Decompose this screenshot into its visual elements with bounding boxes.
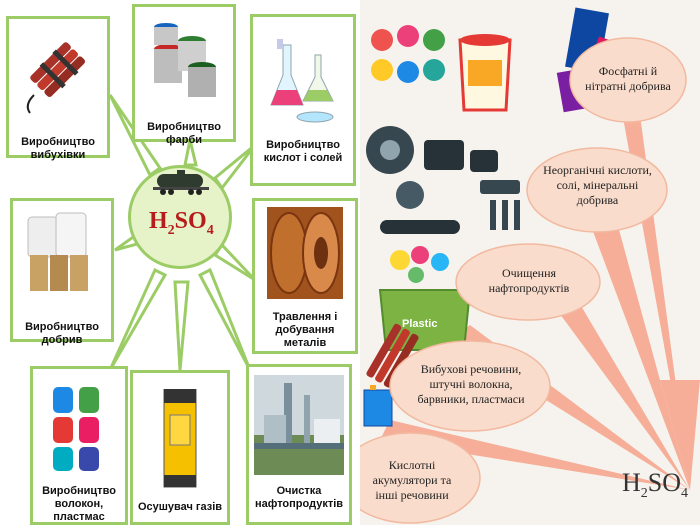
use-label-paint: Виробництво фарби — [147, 121, 221, 146]
hub-formula: H2SO4 — [149, 208, 214, 238]
use-label-acids: Виробництво кислот і солей — [263, 139, 343, 164]
battery-icon — [363, 385, 393, 427]
bubble-inorganic: Неорганічні кислоти, солі, мінеральні до… — [543, 163, 652, 207]
use-box-gas-drying: Осушувач газів — [130, 370, 230, 525]
tank-car-icon — [153, 170, 209, 195]
use-label-metals: Травлення і добування металів — [272, 311, 338, 349]
right-panel: Plastic Фосфатні й нітратні добрива Неор… — [360, 0, 700, 525]
fertilizer-sacks-icon — [27, 212, 88, 291]
use-label-oil-refining: Очистка нафтопродуктів — [254, 485, 344, 510]
bubble-phosphates: Фосфатні й нітратні добрива — [585, 64, 671, 93]
use-box-metals: Травлення і добування металів — [252, 198, 358, 354]
use-box-explosives: Виробництво вибухівки — [6, 16, 110, 161]
use-box-fibers: Виробництво волокон, пластмас — [30, 366, 128, 525]
bubble-explosives: Вибухові речовини, штучні волокна, барвн… — [417, 362, 525, 406]
right-formula: H2SO4 — [622, 468, 689, 502]
paint-cans-icon — [154, 23, 216, 97]
plastic-parts-icon — [366, 126, 520, 234]
bubble-batteries: Кислотні акумулятори та інші речовини — [372, 458, 452, 502]
gas-dryer-icon — [163, 389, 197, 488]
bucket-icon — [458, 34, 512, 112]
use-box-fertilizers: Виробництво добрив — [10, 198, 114, 346]
use-box-acids: Виробництво кислот і солей — [250, 14, 356, 186]
use-label-gas-drying: Осушувач газів — [137, 501, 223, 513]
paint-pots-icon — [371, 25, 445, 83]
toys-icon — [390, 246, 449, 283]
use-label-fibers: Виробництво волокон, пластмас — [42, 485, 116, 523]
connector-lines — [108, 94, 257, 371]
thread-spools-icon — [53, 387, 99, 471]
right-artwork — [360, 7, 700, 524]
hub-circle: H2SO4 — [128, 165, 232, 269]
lab-flasks-icon — [270, 39, 334, 123]
use-label-explosives: Виробництво вибухівки — [21, 136, 95, 161]
bubble-oil: Очищення нафтопродуктів — [488, 266, 570, 295]
use-label-fertilizers: Виробництво добрив — [25, 321, 99, 346]
bucket-label: Plastic — [402, 318, 438, 330]
use-box-oil-refining: Очистка нафтопродуктів — [246, 364, 352, 525]
use-box-paint: Виробництво фарби — [132, 4, 236, 146]
refinery-icon — [254, 375, 344, 475]
dynamite-icon — [26, 42, 86, 114]
copper-coils-icon — [267, 207, 343, 299]
